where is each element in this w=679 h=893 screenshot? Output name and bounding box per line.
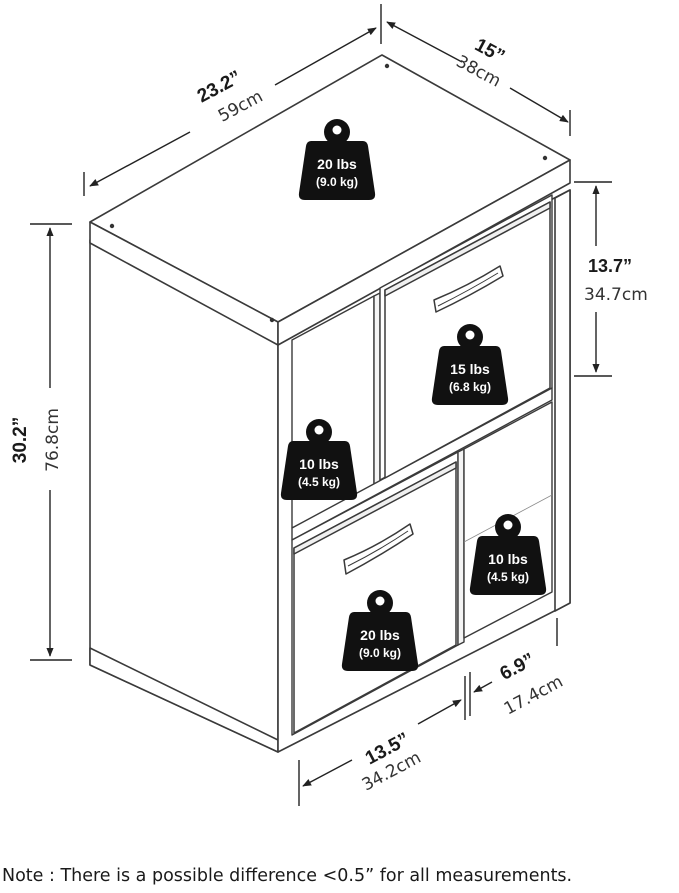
weight-icon-upper-right: 15 lbs (6.8 kg) xyxy=(431,324,509,405)
measurement-note: Note : There is a possible difference <0… xyxy=(2,866,573,886)
weight-icon-upper-left: 10 lbs (4.5 kg) xyxy=(280,419,358,500)
bin-handle-upper xyxy=(433,265,504,313)
weight-lbs-label: 15 lbs xyxy=(450,361,490,377)
cube-width-line-a xyxy=(302,759,353,787)
weight-kg-label: (9.0 kg) xyxy=(359,646,401,660)
weight-lbs-label: 20 lbs xyxy=(317,156,357,172)
top-slab-right-edge xyxy=(277,159,571,346)
top-depth-line-b xyxy=(509,87,569,123)
cube-height-imperial: 13.7” xyxy=(588,256,632,276)
weight-icon-top: 20 lbs (9.0 kg) xyxy=(298,119,376,200)
weight-kg-label: (4.5 kg) xyxy=(298,475,340,489)
right-edge xyxy=(554,189,571,612)
weight-kg-label: (4.5 kg) xyxy=(487,570,529,584)
top-width-line-b xyxy=(274,27,377,86)
weight-lbs-label: 10 lbs xyxy=(488,551,528,567)
weight-icon-lower-left: 20 lbs (9.0 kg) xyxy=(341,590,419,671)
weight-lbs-label: 10 lbs xyxy=(299,456,339,472)
screw-dots xyxy=(109,63,548,323)
small-width-imperial: 6.9” xyxy=(497,649,539,684)
dimension-lines xyxy=(30,4,612,806)
height-metric: 76.8cm xyxy=(43,408,63,472)
cube-width-line-b xyxy=(417,699,462,725)
weight-kg-label: (9.0 kg) xyxy=(316,175,358,189)
top-depth-line-a xyxy=(386,21,463,63)
weight-kg-label: (6.8 kg) xyxy=(449,380,491,394)
small-width-line xyxy=(473,681,493,693)
dimension-labels: 23.2” 59cm 15” 38cm 30.2” 76.8cm 13.7” 3… xyxy=(10,35,648,796)
weight-icon-lower-right: 10 lbs (4.5 kg) xyxy=(469,514,547,595)
cube-height-metric: 34.7cm xyxy=(584,285,648,305)
height-imperial: 30.2” xyxy=(10,417,31,463)
weight-icons: 20 lbs (9.0 kg) 15 lbs (6.8 kg) 10 lbs (4.5 k… xyxy=(280,119,547,671)
top-width-line-a xyxy=(89,131,191,187)
weight-lbs-label: 20 lbs xyxy=(360,627,400,643)
